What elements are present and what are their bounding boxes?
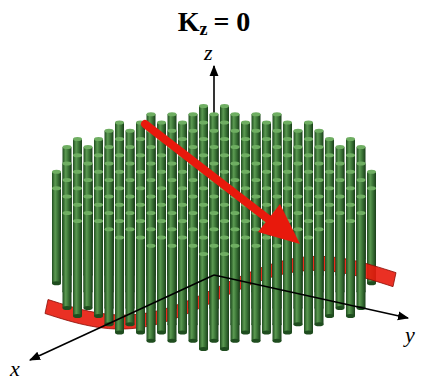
dielectric-rod <box>94 219 103 318</box>
title-value: = 0 <box>213 6 250 37</box>
y-axis-label: y <box>405 322 415 348</box>
dielectric-rod <box>273 244 282 343</box>
x-axis <box>30 275 214 360</box>
dielectric-rod <box>178 236 187 335</box>
dielectric-rod <box>304 236 313 335</box>
wave-vector-head <box>258 204 300 244</box>
dielectric-rod <box>52 186 61 285</box>
dielectric-rod <box>157 236 166 335</box>
dielectric-rod <box>220 252 229 351</box>
dielectric-rod <box>73 219 82 318</box>
dielectric-rod <box>84 211 93 310</box>
dielectric-rod <box>283 236 292 335</box>
dielectric-rod <box>210 244 219 343</box>
dielectric-rod <box>136 236 145 335</box>
dielectric-rod <box>189 244 198 343</box>
dielectric-rod <box>325 219 334 318</box>
x-axis-label: x <box>10 356 20 382</box>
dielectric-rod <box>63 211 72 310</box>
title-subscript: z <box>199 19 207 39</box>
wave-vector-arrow <box>145 124 272 222</box>
dielectric-rod <box>336 211 345 310</box>
title-formula: Kz = 0 <box>0 6 428 40</box>
dielectric-rod <box>241 236 250 335</box>
dielectric-rod <box>231 244 240 343</box>
y-axis <box>214 275 408 318</box>
dielectric-rod <box>199 252 208 351</box>
z-axis-label: z <box>204 40 213 66</box>
dielectric-rod <box>315 227 324 326</box>
dielectric-rod <box>147 244 156 343</box>
title-symbol: K <box>178 6 200 37</box>
dielectric-rod <box>252 244 261 343</box>
dielectric-rod <box>105 227 114 326</box>
dielectric-rod <box>346 219 355 318</box>
dielectric-rod <box>357 211 366 310</box>
dielectric-rod <box>262 236 271 335</box>
